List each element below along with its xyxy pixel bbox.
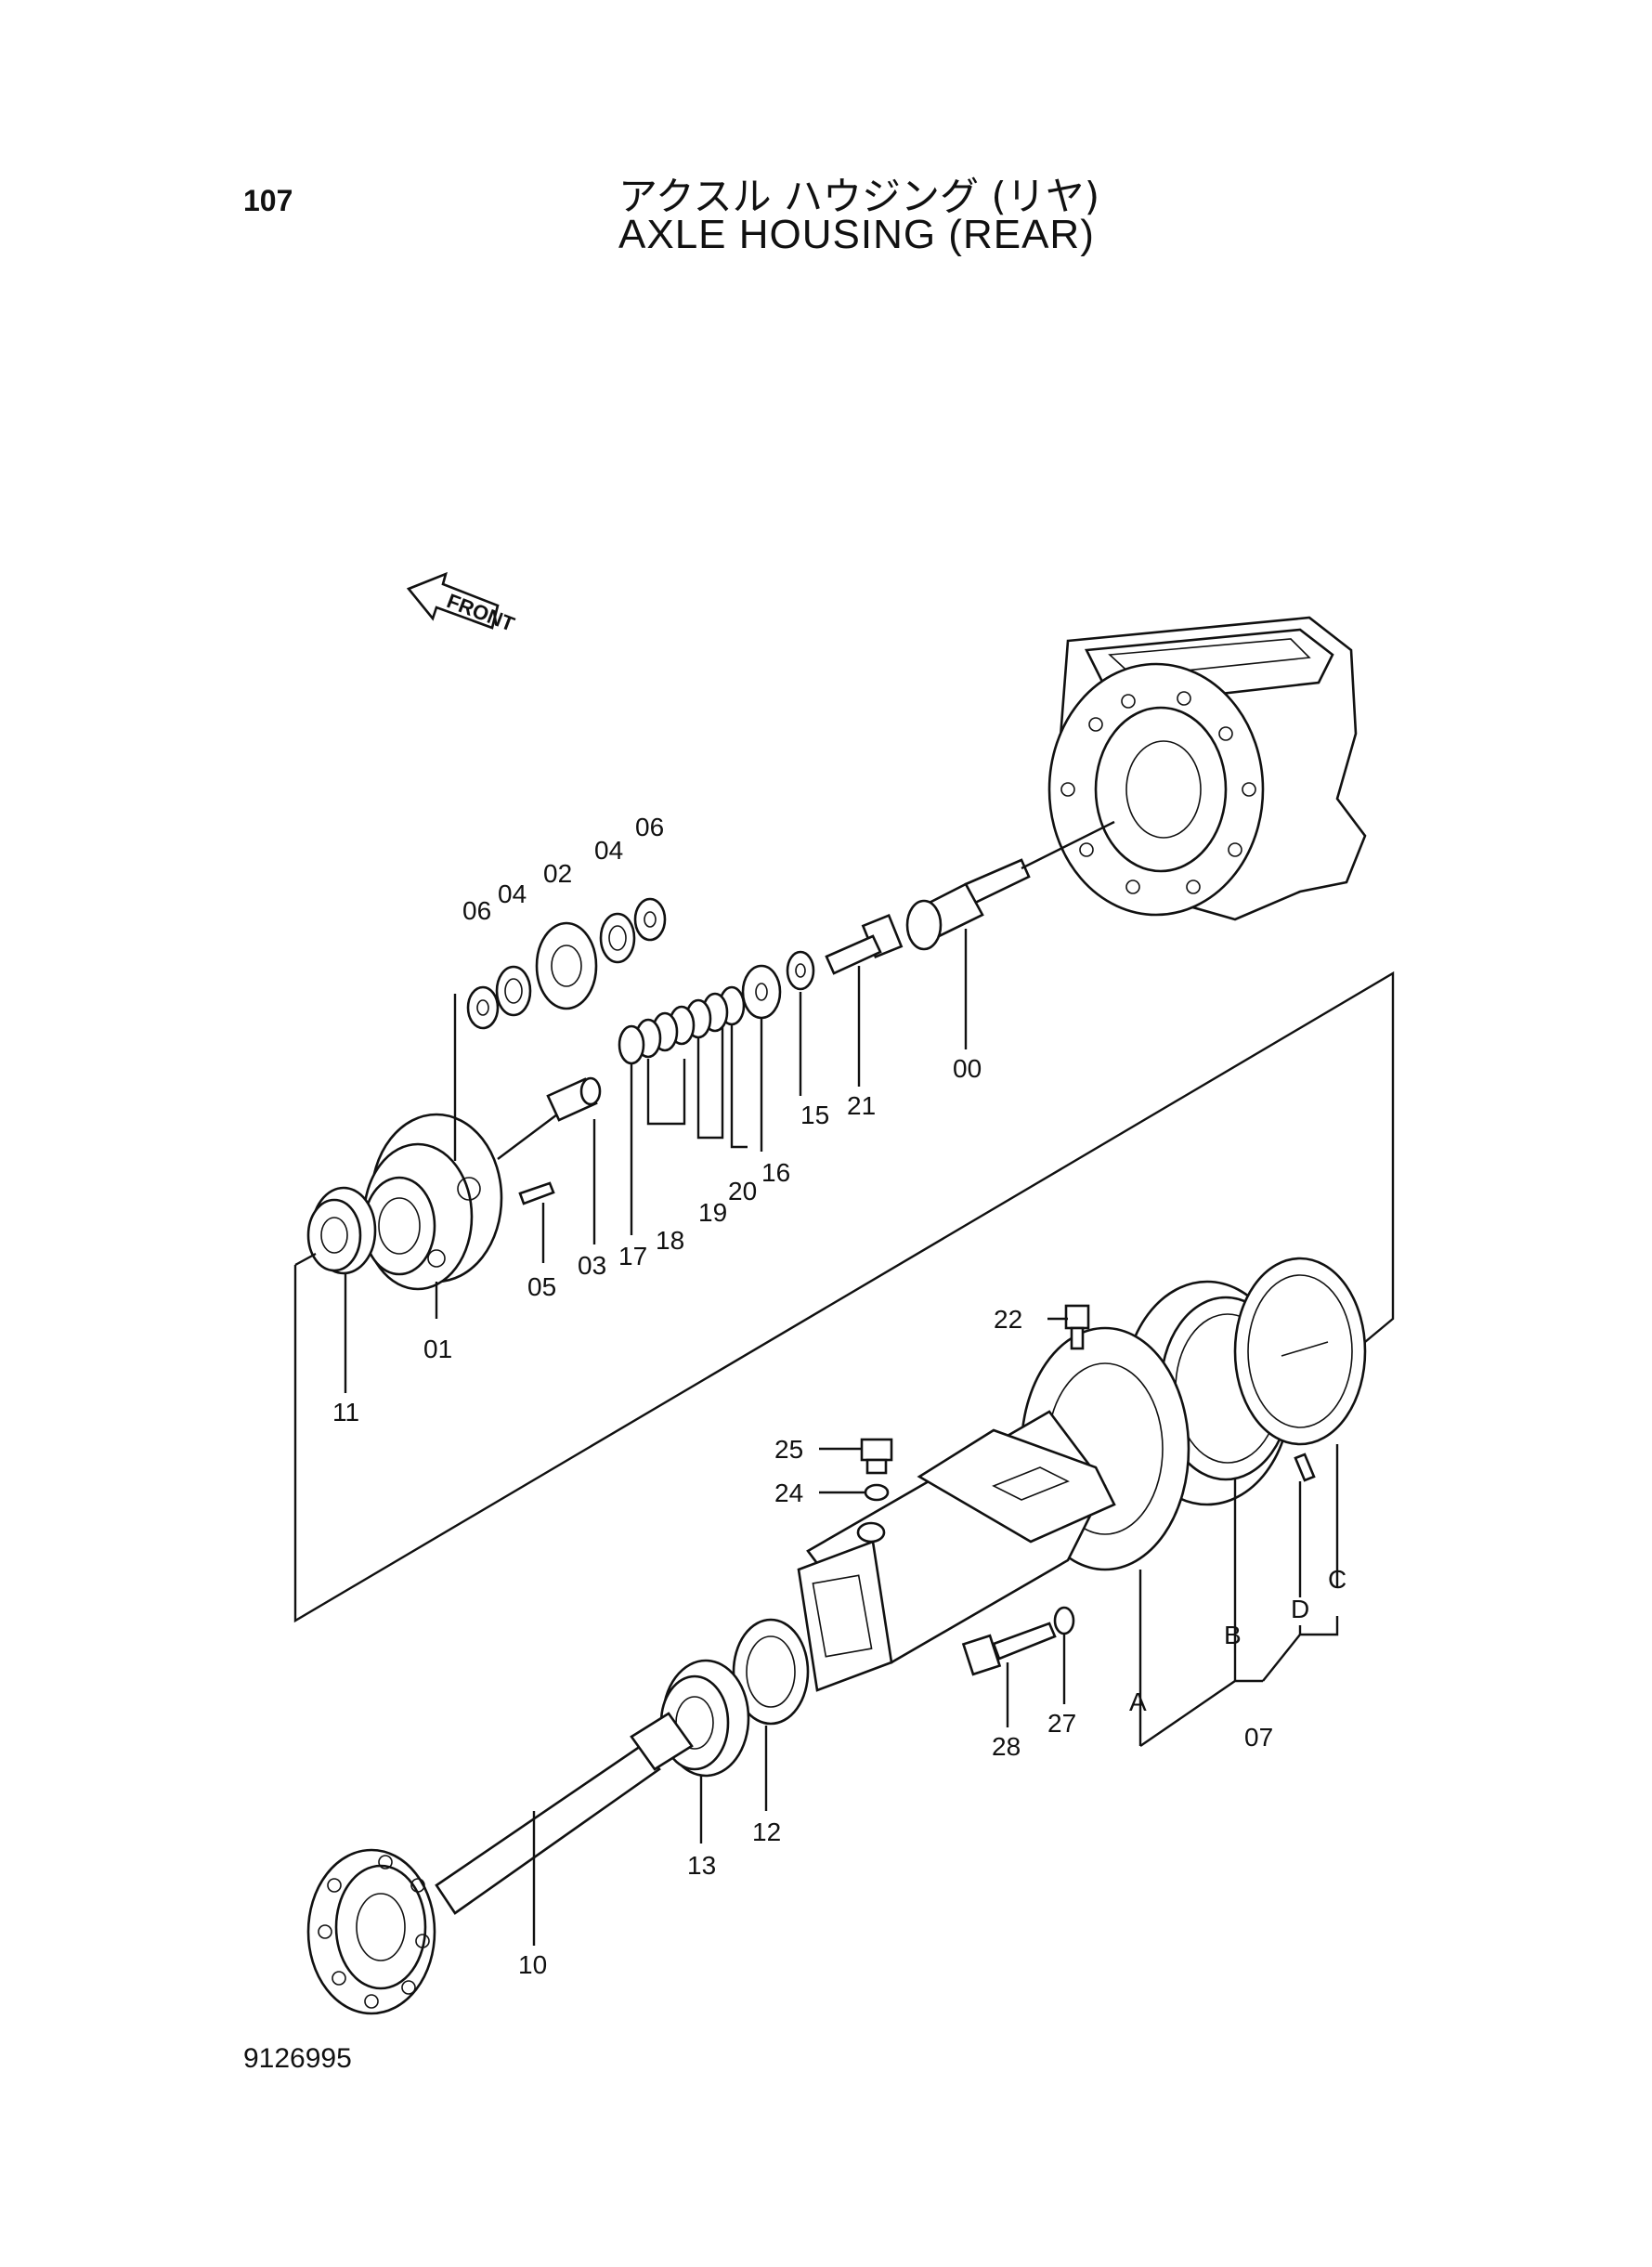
callout-15: 15 <box>800 1101 829 1129</box>
callout-18: 18 <box>656 1226 684 1255</box>
bolt-part-21 <box>825 913 904 975</box>
callout-D: D <box>1291 1595 1309 1623</box>
group-bracket <box>293 971 1395 1623</box>
axle-shaft-part-10 <box>306 1712 694 2015</box>
title-english: AXLE HOUSING (REAR) <box>618 212 1095 257</box>
callout-20: 20 <box>728 1177 757 1205</box>
bolt-part-28 <box>961 1622 1057 1676</box>
callout-06-b: 06 <box>635 813 664 841</box>
callout-01: 01 <box>423 1335 452 1363</box>
washer-part-16 <box>741 964 782 1020</box>
callout-22: 22 <box>994 1305 1022 1334</box>
callout-16: 16 <box>761 1158 790 1187</box>
callout-C: C <box>1328 1565 1346 1594</box>
front-arrow-icon: FRONT <box>406 571 518 636</box>
callout-13: 13 <box>687 1851 716 1880</box>
callout-06-a: 06 <box>462 896 491 925</box>
bearing-part-13 <box>659 1659 750 1778</box>
callout-00: 00 <box>953 1054 982 1083</box>
front-arrow-label: FRONT <box>444 589 518 636</box>
callout-17: 17 <box>618 1242 647 1270</box>
callout-19: 19 <box>698 1198 727 1227</box>
callout-24: 24 <box>774 1479 803 1507</box>
callout-04-a: 04 <box>498 879 527 908</box>
washer-part-27 <box>1053 1606 1075 1635</box>
callout-25: 25 <box>774 1435 803 1464</box>
callout-11: 11 <box>332 1398 359 1427</box>
callout-02: 02 <box>543 859 572 888</box>
thrust-washer-stack-17-20 <box>618 985 746 1065</box>
callout-B: B <box>1224 1621 1242 1649</box>
title-japanese: アクスル ハウジング (リヤ) <box>618 174 1100 219</box>
oil-seal-part-12 <box>732 1618 810 1726</box>
pin-part-03 <box>497 1076 602 1160</box>
page-number: 107 <box>243 184 293 217</box>
vent-plug-part-22 <box>1064 1304 1090 1350</box>
planet-carrier-part-01 <box>362 1113 503 1291</box>
bearing-part-11 <box>306 1186 377 1275</box>
callout-A: A <box>1129 1687 1147 1716</box>
planet-gear-assembly <box>466 897 667 1030</box>
callout-21: 21 <box>847 1091 876 1120</box>
differential-housing <box>1047 616 1367 921</box>
callout-12: 12 <box>752 1818 781 1846</box>
spring-pin-part-05 <box>518 1181 555 1205</box>
callout-05: 05 <box>527 1272 556 1301</box>
document-number: 9126995 <box>243 2043 352 2074</box>
callout-27: 27 <box>1047 1709 1076 1738</box>
pin-part-D <box>1294 1453 1316 1482</box>
axle-housing-tube <box>797 1326 1190 1692</box>
callout-10: 10 <box>518 1950 547 1979</box>
o-ring-part-24 <box>864 1483 890 1502</box>
callout-labels: 00 01 02 03 04 04 05 06 06 07 10 11 12 1… <box>332 813 1346 1979</box>
callout-07: 07 <box>1244 1723 1273 1752</box>
lock-ring-part-C <box>1233 1257 1367 1446</box>
callout-28: 28 <box>992 1732 1021 1761</box>
washer-part-15 <box>786 950 815 991</box>
pinion-shaft-part-00 <box>905 820 1115 951</box>
callout-03: 03 <box>578 1251 606 1280</box>
callout-04-b: 04 <box>594 836 623 865</box>
plug-part-25 <box>860 1438 893 1475</box>
